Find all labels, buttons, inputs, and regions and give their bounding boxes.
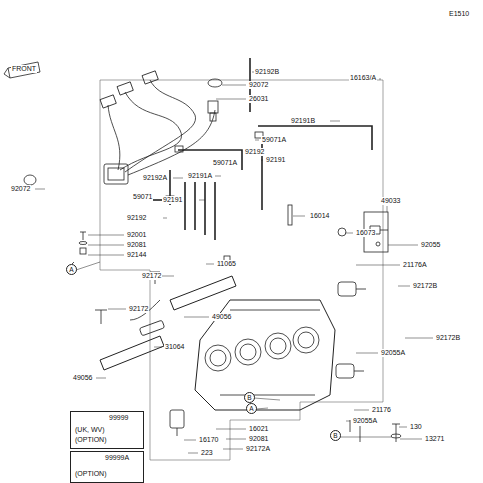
callout-number: 92192 <box>126 214 147 222</box>
callout-number: 92055A <box>352 417 378 425</box>
reference-circle: A <box>246 403 257 414</box>
callout-number: 16014 <box>309 212 330 220</box>
leader-lines <box>35 72 433 453</box>
callout-number: 92055 <box>420 241 441 249</box>
callout-number: 49056 <box>72 374 93 382</box>
callout-number: 92172A <box>245 445 271 453</box>
callout-number: 31064 <box>164 343 185 351</box>
bolt <box>391 424 401 442</box>
fittings <box>166 132 263 202</box>
callout-number: 92191A <box>187 172 213 180</box>
callout-number: 92192B <box>254 68 280 76</box>
callout-number: 59071 <box>132 193 153 201</box>
callout-number: 92192 <box>244 148 265 156</box>
callout-number: 92191B <box>290 117 316 125</box>
o-ring <box>338 228 346 236</box>
reference-circle: B <box>244 392 255 403</box>
callout-number: 49056 <box>211 313 232 321</box>
throttle-body <box>195 300 335 410</box>
reference-letter: B <box>247 394 251 401</box>
callout-number: 16163/A <box>349 74 377 82</box>
callout-number: 21176A <box>402 261 428 269</box>
callout-number: 92191 <box>265 156 286 164</box>
screw-stack <box>72 232 87 264</box>
callout-number: 92172 <box>128 305 149 313</box>
callout-number: 59071A <box>212 159 238 167</box>
callout-number: 59071A <box>261 136 287 144</box>
note-text: (UK, WV) <box>75 426 105 434</box>
callout-number: 92191 <box>162 196 183 204</box>
callout-number: 92055A <box>380 349 406 357</box>
callout-number: 130 <box>409 423 423 431</box>
callout-number: 49033 <box>380 197 401 205</box>
front-mark: FRONT <box>11 65 37 73</box>
callout-number: 21176 <box>371 406 392 414</box>
callout-number: 99999A <box>105 454 129 462</box>
callout-number: 16021 <box>248 425 269 433</box>
callout-number: 26031 <box>248 95 269 103</box>
note-text: (OPTION) <box>75 470 107 478</box>
callout-number: 99999 <box>109 414 128 422</box>
callout-number: 223 <box>200 449 214 457</box>
wire-harness <box>100 71 218 184</box>
reference-letter: A <box>69 266 73 273</box>
callout-number: 11065 <box>216 260 237 268</box>
vacuum-hoses <box>150 58 372 240</box>
callout-number: 92172B <box>435 334 461 342</box>
callout-number: 92172B <box>412 282 438 290</box>
callout-number: 92072 <box>10 185 31 193</box>
reference-letter: B <box>333 432 337 439</box>
callout-number: 92192A <box>142 174 168 182</box>
option-box: 99999A (OPTION) <box>70 451 144 483</box>
reference-circle: A <box>66 264 77 275</box>
callout-number: 92072 <box>248 81 269 89</box>
callout-number: 13271 <box>424 435 445 443</box>
callout-number: 92172 <box>141 272 162 280</box>
callout-number: 92144 <box>126 251 147 259</box>
note-text: (OPTION) <box>75 436 107 444</box>
reference-circle: B <box>330 430 341 441</box>
callout-number: 92081 <box>126 241 147 249</box>
callout-number: 16073 <box>355 229 376 237</box>
injector <box>139 320 164 336</box>
front-logo <box>4 62 40 78</box>
stop-screw <box>288 205 292 225</box>
option-box: 99999 (UK, WV) (OPTION) <box>70 411 144 449</box>
callout-number: 92001 <box>126 231 147 239</box>
sensor <box>170 282 366 442</box>
callout-number: 92081 <box>248 435 269 443</box>
reference-letter: A <box>249 405 253 412</box>
clamp <box>24 175 36 185</box>
assembly-frame <box>100 80 383 460</box>
clamp <box>208 79 222 87</box>
callout-number: E1510 <box>448 10 470 18</box>
callout-number: 16170 <box>198 436 219 444</box>
